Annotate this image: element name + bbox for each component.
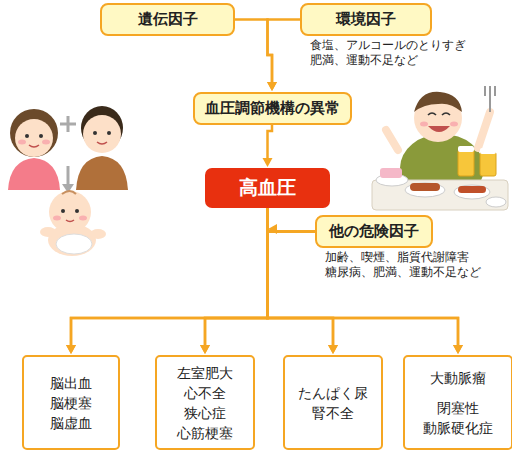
connector-line — [268, 232, 459, 347]
food-table — [372, 146, 508, 210]
connector-line — [268, 232, 334, 347]
connector-line — [268, 20, 301, 84]
box-text: 遺伝因子 — [138, 10, 198, 29]
box-text: 大動脈瘤 — [430, 368, 486, 388]
factor-box: 環境因子食塩、アルコールのとりすぎ 肥満、運動不足など — [300, 3, 432, 36]
plus-sign — [60, 116, 76, 132]
connector-line — [205, 208, 268, 346]
connector — [263, 125, 273, 167]
factor-box: 他の危険因子加齢、喫煙、脂質代謝障害 糖尿病、肥満、運動不足など — [315, 215, 433, 248]
note-text: 加齢、喫煙、脂質代謝障害 糖尿病、肥満、運動不足など — [325, 250, 507, 280]
box-text: 脳虚血 — [50, 413, 92, 433]
arrow-head — [263, 158, 273, 167]
down-arrow — [67, 166, 70, 186]
connector — [200, 232, 315, 355]
box-text: 腎不全 — [312, 403, 354, 423]
arrow-head — [267, 82, 277, 91]
box-text: 血圧調節機構の異常 — [205, 99, 340, 118]
connector-line — [71, 208, 268, 346]
box-text: 左室肥大 — [177, 363, 233, 383]
disease-box: たんぱく尿腎不全 — [283, 355, 383, 450]
disease-box: 左室肥大心不全狭心症心筋梗塞 — [155, 355, 255, 450]
arrow-head — [267, 82, 277, 91]
factor-box: 遺伝因子 — [100, 3, 235, 36]
arrow-head — [328, 345, 338, 354]
baby-figure — [40, 191, 106, 256]
connector — [268, 232, 339, 355]
connector — [66, 208, 268, 354]
box-text: 環境因子 — [336, 10, 396, 29]
box-text: 心不全 — [184, 383, 226, 403]
connector-line — [71, 232, 315, 347]
connector-line — [205, 232, 315, 347]
connector — [268, 208, 464, 354]
arrow-head — [453, 345, 463, 354]
connector — [66, 232, 315, 355]
connector — [268, 232, 464, 355]
box-text: 高血圧 — [239, 175, 296, 201]
process-box: 血圧調節機構の異常 — [193, 92, 352, 125]
connector-line — [268, 125, 273, 159]
box-text: 他の危険因子 — [329, 222, 419, 241]
arrow-head — [200, 345, 210, 354]
box-text: 狭心症 — [184, 403, 226, 423]
box-text: 脳梗塞 — [50, 393, 92, 413]
box-text: 脳出血 — [50, 373, 92, 393]
box-text: たんぱく尿 — [298, 383, 368, 403]
box-text: 閉塞性 動脈硬化症 — [415, 398, 501, 438]
arrow-head — [328, 345, 338, 354]
arrow-head — [200, 345, 210, 354]
connector — [200, 208, 268, 354]
note-text: 食塩、アルコールのとりすぎ 肥満、運動不足など — [310, 38, 492, 68]
main-box: 高血圧 — [205, 168, 330, 208]
arrow-head — [453, 345, 463, 354]
mother-figure — [8, 109, 60, 190]
connector — [267, 20, 300, 92]
box-text: 心筋梗塞 — [177, 423, 233, 443]
arrow-head — [66, 345, 76, 354]
disease-box: 脳出血脳梗塞脳虚血 — [22, 355, 120, 450]
arrow-head — [66, 345, 76, 354]
disease-box: 大動脈瘤閉塞性 動脈硬化症 — [403, 355, 512, 450]
father-figure — [76, 106, 128, 190]
